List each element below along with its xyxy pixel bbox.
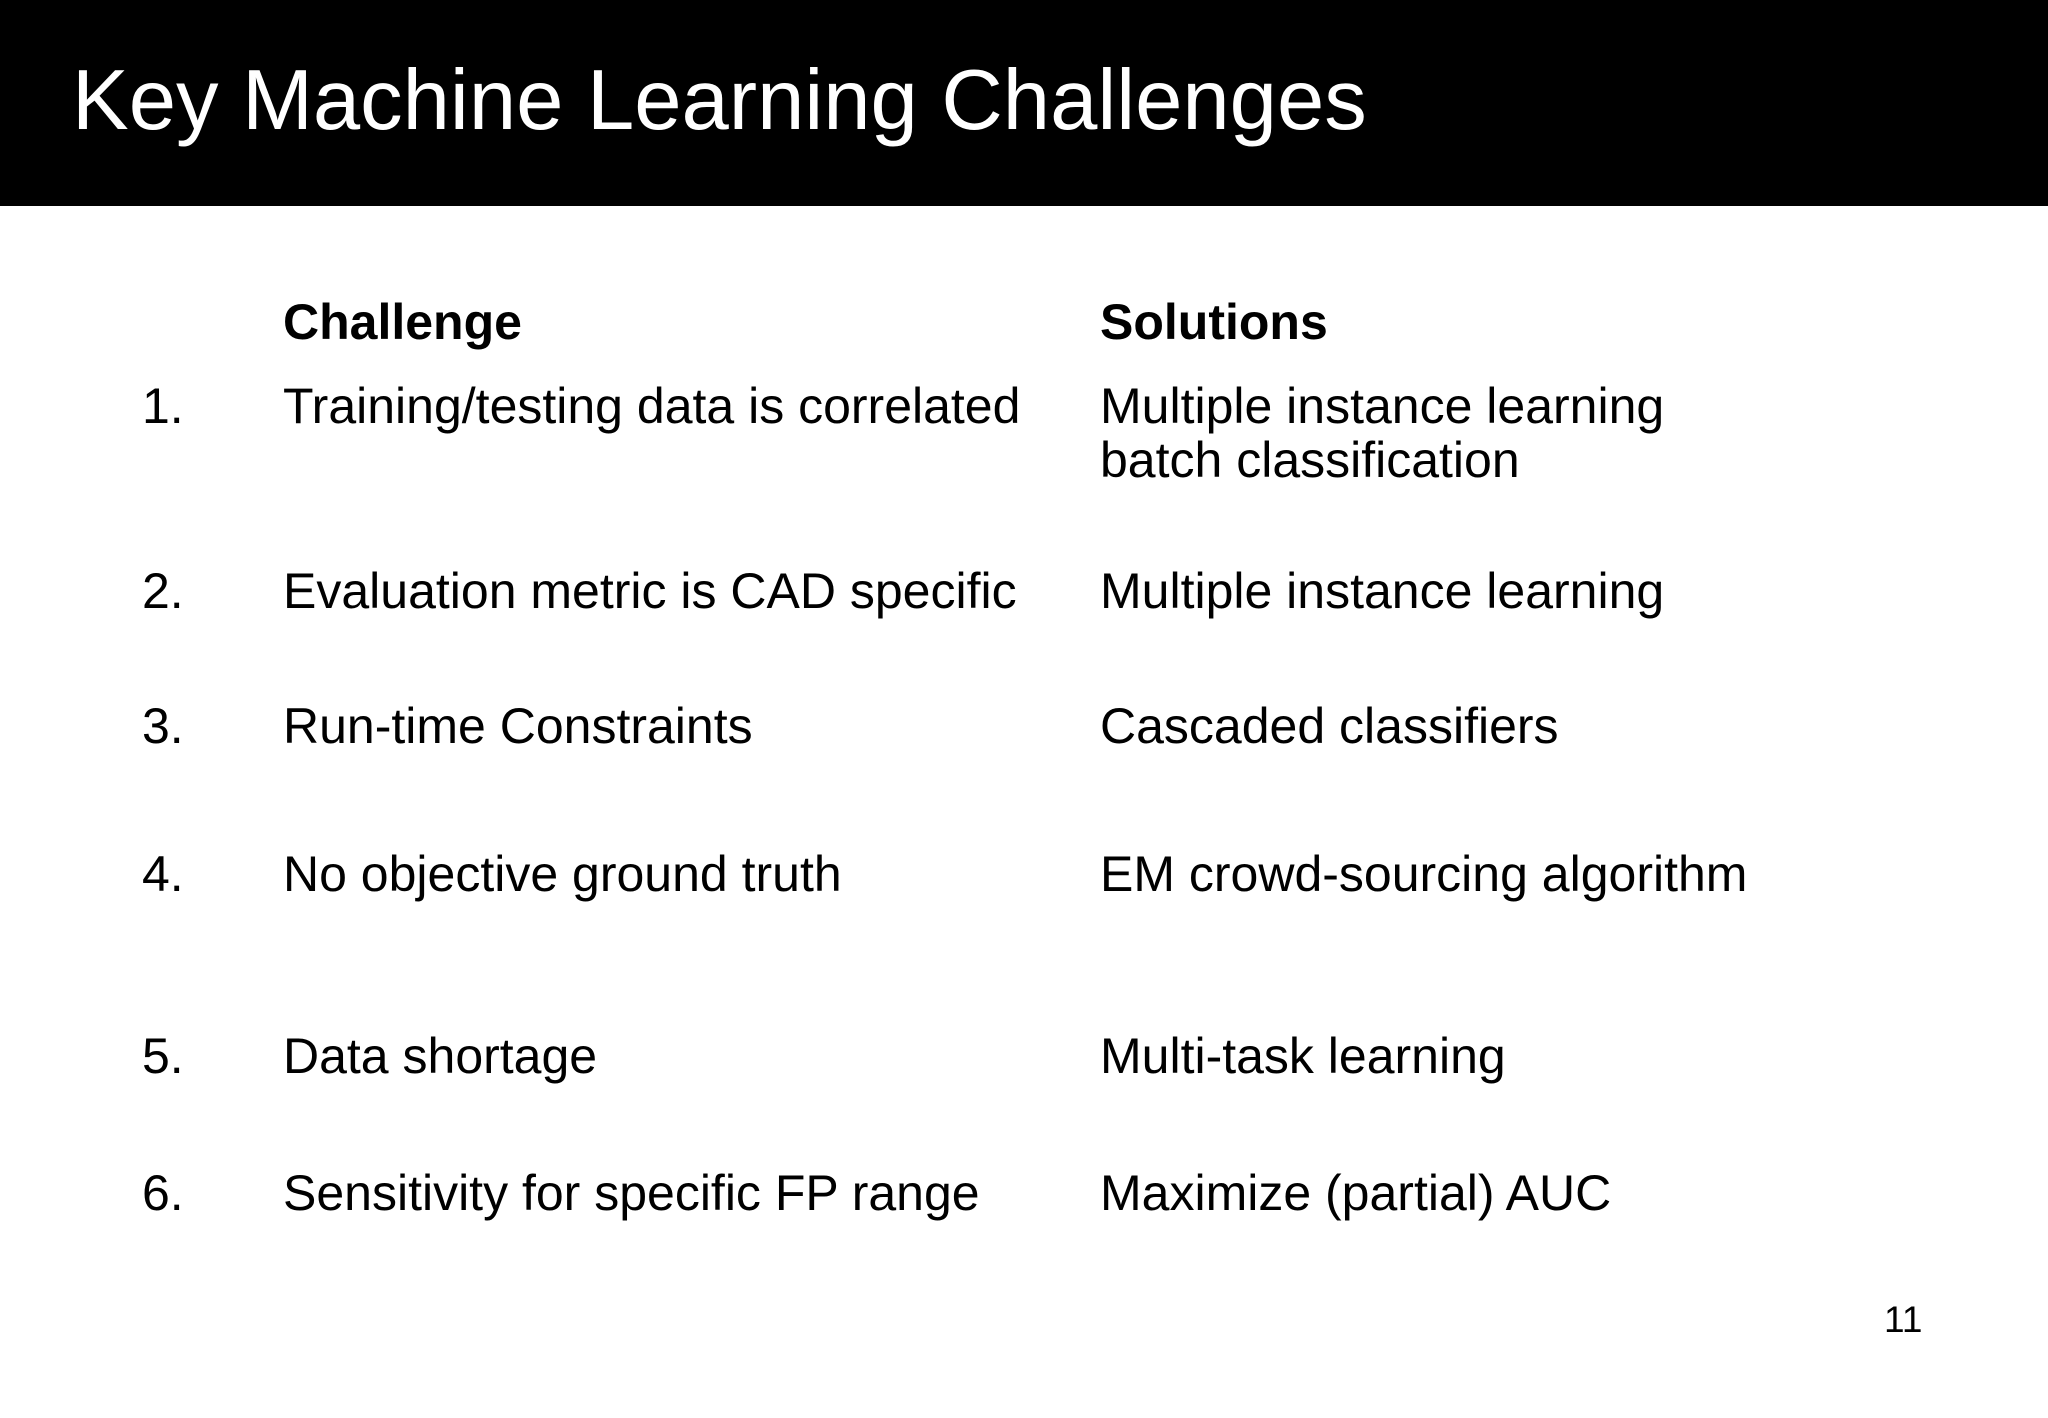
solution-cell: Maximize (partial) AUC: [1100, 1165, 1612, 1221]
row-number: 3.: [142, 698, 184, 754]
row-number: 2.: [142, 563, 184, 619]
challenge-cell: No objective ground truth: [283, 846, 842, 902]
column-header-challenge: Challenge: [283, 294, 522, 350]
row-number: 1.: [142, 378, 184, 434]
challenge-cell: Run-time Constraints: [283, 698, 753, 754]
page-number: 11: [1884, 1299, 1923, 1340]
challenge-cell: Training/testing data is correlated: [283, 378, 1021, 434]
title-bar: Key Machine Learning Challenges: [0, 0, 2048, 206]
challenge-cell: Evaluation metric is CAD specific: [283, 563, 1017, 619]
solution-cell: EM crowd-sourcing algorithm: [1100, 846, 1748, 902]
row-number: 4.: [142, 846, 184, 902]
column-header-solutions: Solutions: [1100, 294, 1328, 350]
slide-title: Key Machine Learning Challenges: [72, 53, 1367, 148]
challenge-cell: Data shortage: [283, 1028, 598, 1084]
row-number: 5.: [142, 1028, 184, 1084]
row-number: 6.: [142, 1165, 184, 1221]
challenge-cell: Sensitivity for specific FP range: [283, 1165, 980, 1221]
solution-cell: Multiple instance learning batch classif…: [1100, 378, 1665, 488]
solution-cell: Multi-task learning: [1100, 1028, 1506, 1084]
solution-cell: Multiple instance learning: [1100, 563, 1665, 619]
solution-cell: Cascaded classifiers: [1100, 698, 1559, 754]
